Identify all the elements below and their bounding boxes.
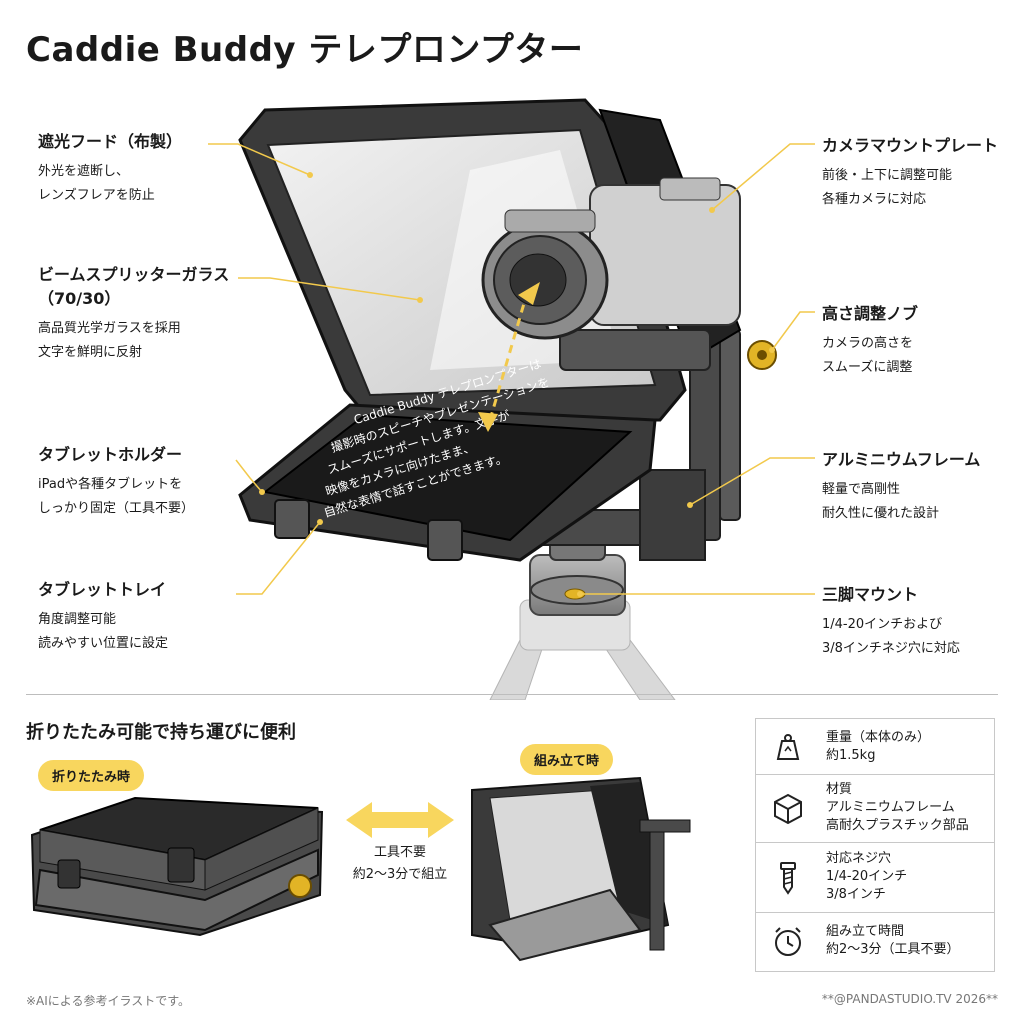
hood-frame bbox=[238, 98, 742, 422]
callout-line: 高品質光学ガラスを採用 bbox=[38, 321, 181, 336]
leader-lines bbox=[208, 143, 815, 595]
spec-row-screw: 対応ネジ穴 1/4-20インチ 3/8インチ bbox=[756, 843, 994, 913]
spec-line: 約1.5kg bbox=[826, 748, 876, 764]
screen-line: 撮影時のスピーチやプレゼンテーションを bbox=[329, 375, 551, 455]
footer-note: ※AIによる参考イラストです。 bbox=[26, 994, 191, 1008]
callout-hood: 遮光フード（布製） 外光を遮断し、 レンズフレアを防止 bbox=[38, 130, 258, 208]
callout-head: ビームスプリッターガラス bbox=[38, 265, 230, 284]
weight-icon bbox=[776, 734, 800, 760]
spec-table: 重量（本体のみ） 約1.5kg 材質 アルミニウムフレーム 高耐久プラスチック部… bbox=[755, 718, 995, 972]
callout-line: 1/4-20インチおよび bbox=[822, 617, 943, 632]
callout-head: 三脚マウント bbox=[822, 585, 919, 604]
double-arrow-icon bbox=[346, 802, 454, 838]
spec-row-material: 材質 アルミニウムフレーム 高耐久プラスチック部品 bbox=[756, 775, 994, 843]
callout-line: 耐久性に優れた設計 bbox=[822, 506, 940, 522]
callout-line: レンズフレアを防止 bbox=[38, 188, 155, 204]
callout-line: 読みやすい位置に設定 bbox=[38, 636, 169, 652]
spec-line: 1/4-20インチ bbox=[826, 869, 908, 885]
callout-line: 各種カメラに対応 bbox=[822, 192, 927, 208]
tool-free-note: 工具不要 約2〜3分で組立 bbox=[320, 842, 480, 886]
callout-line: しっかり固定（工具不要） bbox=[38, 501, 195, 517]
tripod-mount bbox=[529, 524, 626, 616]
callout-head: タブレットトレイ bbox=[38, 580, 167, 599]
callout-line: 前後・上下に調整可能 bbox=[822, 168, 953, 183]
callout-line: 3/8インチネジ穴に対応 bbox=[822, 641, 960, 657]
callout-holder: タブレットホルダー iPadや各種タブレットを しっかり固定（工具不要） bbox=[38, 443, 258, 521]
screen-line: 映像をカメラに向けたまま、 bbox=[324, 439, 477, 499]
callout-head: カメラマウントプレート bbox=[822, 136, 999, 155]
footer-credit: **@PANDASTUDIO.TV 2026** bbox=[821, 992, 998, 1006]
tablet-tray bbox=[238, 403, 657, 562]
callout-tray: タブレットトレイ 角度調整可能 読みやすい位置に設定 bbox=[38, 578, 258, 656]
callout-line: 角度調整可能 bbox=[38, 612, 117, 627]
camera bbox=[481, 177, 741, 371]
spec-line: 組み立て時間 bbox=[826, 924, 905, 939]
spec-line: 約2〜3分（工具不要） bbox=[826, 942, 960, 958]
screen-line: 自然な表情で話すことができます。 bbox=[322, 450, 509, 520]
callout-tripod: 三脚マウント 1/4-20インチおよび 3/8インチネジ穴に対応 bbox=[822, 583, 1012, 661]
reflection-arrow bbox=[478, 282, 540, 432]
callout-frame: アルミニウムフレーム 軽量で高剛性 耐久性に優れた設計 bbox=[822, 448, 1012, 526]
callout-line: 文字を鮮明に反射 bbox=[38, 345, 143, 361]
spec-line: 重量（本体のみ） bbox=[826, 730, 931, 745]
callout-head: 遮光フード（布製） bbox=[38, 132, 183, 151]
spec-line: アルミニウムフレーム bbox=[826, 800, 955, 816]
page-title: Caddie Buddy テレプロンプター bbox=[26, 30, 584, 70]
screen-line: スムーズにサポートします。文字が bbox=[325, 407, 511, 477]
callout-height-knob: 高さ調整ノブ カメラの高さを スムーズに調整 bbox=[822, 302, 1012, 380]
callout-head: アルミニウムフレーム bbox=[822, 450, 981, 469]
folded-label: 折りたたみ時 bbox=[38, 760, 145, 791]
spec-line: 3/8インチ bbox=[826, 887, 886, 903]
callout-head: タブレットホルダー bbox=[38, 445, 183, 464]
assembled-unit bbox=[471, 776, 691, 962]
callout-line: カメラの高さを bbox=[822, 336, 914, 351]
cube-icon bbox=[774, 793, 802, 825]
callout-line: スムーズに調整 bbox=[822, 360, 913, 376]
screw-icon bbox=[780, 862, 796, 895]
tool-note-line: 工具不要 bbox=[373, 845, 426, 860]
callout-line: 軽量で高剛性 bbox=[822, 482, 901, 497]
portability-title: 折りたたみ可能で持ち運びに便利 bbox=[26, 722, 296, 743]
spec-line: 対応ネジ穴 bbox=[826, 851, 892, 866]
tablet-screen-text: Caddie Buddy テレプロンプターは 撮影時のスピーチやプレゼンテーショ… bbox=[322, 357, 552, 520]
tripod bbox=[489, 599, 676, 700]
spec-row-assembly-time: 組み立て時間 約2〜3分（工具不要） bbox=[756, 913, 994, 971]
callout-head-sub: （70/30） bbox=[38, 289, 121, 308]
spec-line: 高耐久プラスチック部品 bbox=[826, 818, 969, 834]
clock-icon bbox=[775, 927, 801, 956]
section-divider bbox=[26, 694, 998, 695]
leader-dots bbox=[259, 172, 775, 597]
spec-line: 材質 bbox=[826, 782, 853, 797]
height-knob bbox=[747, 340, 777, 370]
callout-camera-plate: カメラマウントプレート 前後・上下に調整可能 各種カメラに対応 bbox=[822, 134, 1012, 212]
callout-line: iPadや各種タブレットを bbox=[38, 477, 183, 492]
folded-unit bbox=[30, 796, 324, 937]
callout-line: 外光を遮断し、 bbox=[38, 164, 130, 179]
spec-row-weight: 重量（本体のみ） 約1.5kg bbox=[756, 719, 994, 775]
tool-note-line: 約2〜3分で組立 bbox=[352, 867, 448, 883]
assembled-label: 組み立て時 bbox=[520, 744, 614, 775]
aluminium-frame bbox=[519, 329, 741, 561]
callout-head: 高さ調整ノブ bbox=[822, 304, 919, 323]
callout-glass: ビームスプリッターガラス （70/30） 高品質光学ガラスを採用 文字を鮮明に反… bbox=[38, 263, 258, 365]
screen-line: Caddie Buddy テレプロンプターは bbox=[352, 357, 543, 427]
